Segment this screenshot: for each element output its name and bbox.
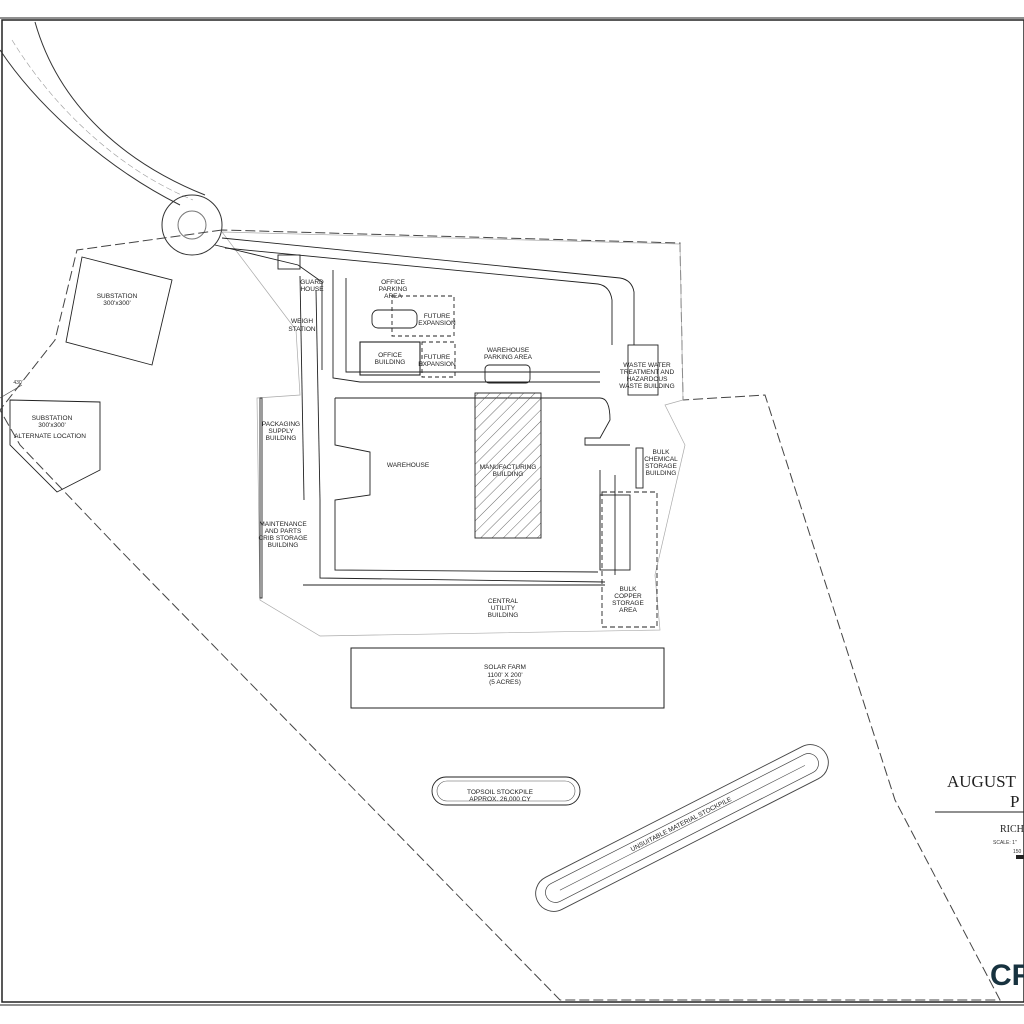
weigh-station-label-1: WEIGH <box>291 318 313 325</box>
future-expansion-2-label-2: EXPANSION <box>418 361 456 368</box>
topsoil-stockpile-inner <box>436 780 576 802</box>
warehouse-parking-notch <box>484 364 531 384</box>
sheet-border <box>1 19 1024 1003</box>
substation-label: SUBSTATION <box>97 293 138 300</box>
waste-label-1: WASTE WATER <box>623 362 671 369</box>
maintenance-label-4: BUILDING <box>268 542 299 549</box>
substation-alt-box <box>9 399 101 493</box>
title-line-2: P <box>1010 792 1019 811</box>
packaging-label-1: PACKAGING <box>262 421 300 428</box>
future-expansion-label-1: FUTURE <box>424 313 451 320</box>
title-subtitle: RICH <box>1000 824 1024 835</box>
packaging-label-2: SUPPLY <box>268 428 294 435</box>
unsuitable-stockpile-label: UNSUITABLE MATERIAL STOCKPILE <box>630 796 734 853</box>
central-utility-label-1: CENTRAL <box>488 598 519 605</box>
bulk-copper-label-4: AREA <box>619 607 637 614</box>
unsuitable-stockpile <box>535 744 829 912</box>
bulk-chemical-box <box>635 447 644 489</box>
site-roads <box>214 237 635 586</box>
alternate-location-label: ALTERNATE LOCATION <box>14 433 86 440</box>
office-parking-label-3: AREA <box>384 293 402 300</box>
warehouse-label: WAREHOUSE <box>387 462 430 469</box>
topsoil-label-2: APPROX. 26,000 CY <box>469 796 531 803</box>
waste-label-2: TREATMENT AND <box>620 369 675 376</box>
waste-label-3: HAZARDOUS <box>627 376 668 383</box>
solar-farm-label-2: 1100' X 200' <box>487 672 522 679</box>
manufacturing-label-1: MANUFACTURING <box>480 464 537 471</box>
maintenance-label-3: CRIB STORAGE <box>258 535 308 542</box>
substation-alt-size-label: 300'x300' <box>38 422 65 429</box>
bulk-chemical-label-1: BULK <box>653 449 671 456</box>
future-expansion-2-label-1: FUTURE <box>424 354 451 361</box>
bulk-copper-label-3: STORAGE <box>612 600 644 607</box>
central-utility-label-3: BUILDING <box>488 612 519 619</box>
manufacturing-label-2: BUILDING <box>493 471 524 478</box>
bulk-chemical-label-3: STORAGE <box>645 463 677 470</box>
future-expansion-box-1 <box>391 295 455 337</box>
weigh-station-label-2: STATION <box>288 326 316 333</box>
manufacturing-building-hatch <box>474 392 542 539</box>
bulk-copper-label-1: BULK <box>620 586 638 593</box>
scale-number: 150 <box>1013 849 1022 855</box>
future-expansion-label-2: EXPANSION <box>418 320 456 327</box>
office-parking-label-1: OFFICE <box>381 279 405 286</box>
guard-house-box <box>277 254 301 270</box>
brand-logo: CF <box>990 959 1024 992</box>
waste-building-box <box>627 344 659 396</box>
title-scale: SCALE: 1" <box>993 840 1017 846</box>
bulk-copper-inner <box>599 494 631 571</box>
office-parking-box <box>371 309 418 329</box>
office-building-box <box>359 341 421 376</box>
solar-farm-label-1: SOLAR FARM <box>484 664 526 671</box>
central-utility-label-2: UTILITY <box>491 605 516 612</box>
office-building-label-1: OFFICE <box>378 352 402 359</box>
guard-house-label-2: HOUSE <box>300 286 324 293</box>
substation-box <box>65 256 173 366</box>
topsoil-label-1: TOPSOIL STOCKPILE <box>467 789 534 796</box>
office-parking-label-2: PARKING <box>379 286 408 293</box>
scale-bar <box>1016 855 1024 859</box>
warehouse-parking-label-2: PARKING AREA <box>484 354 533 361</box>
maintenance-label-1: MAINTENANCE <box>259 521 307 528</box>
packaging-label-3: BUILDING <box>266 435 297 442</box>
maintenance-label-2: AND PARTS <box>265 528 302 535</box>
title-block: AUGUST P RICH SCALE: 1" 150 CF <box>935 772 1024 992</box>
buildings <box>259 254 659 628</box>
bulk-copper-box <box>601 491 658 628</box>
bulk-chemical-label-2: CHEMICAL <box>644 456 678 463</box>
packaging-building-line <box>259 397 263 599</box>
solar-farm-box <box>350 647 665 709</box>
dimension-line <box>0 384 23 399</box>
office-building-label-2: BUILDING <box>375 359 406 366</box>
waste-label-4: WASTE BUILDING <box>619 383 674 390</box>
substation-alt-label: SUBSTATION <box>32 415 73 422</box>
bulk-chemical-label-4: BUILDING <box>646 470 677 477</box>
pad-outline <box>221 231 686 637</box>
guard-house-label-1: GUARD <box>300 279 324 286</box>
future-expansion-box-2 <box>421 341 456 378</box>
dimension-label: 430' <box>13 380 22 386</box>
access-road <box>0 21 223 256</box>
substation-size-label: 300'x300' <box>103 300 130 307</box>
solar-farm-label-3: (5 ACRES) <box>489 679 521 686</box>
topsoil-stockpile-box <box>431 776 581 806</box>
warehouse-parking-label-1: WAREHOUSE <box>487 347 530 354</box>
bulk-copper-label-2: COPPER <box>614 593 642 600</box>
title-line-1: AUGUST <box>947 772 1017 791</box>
